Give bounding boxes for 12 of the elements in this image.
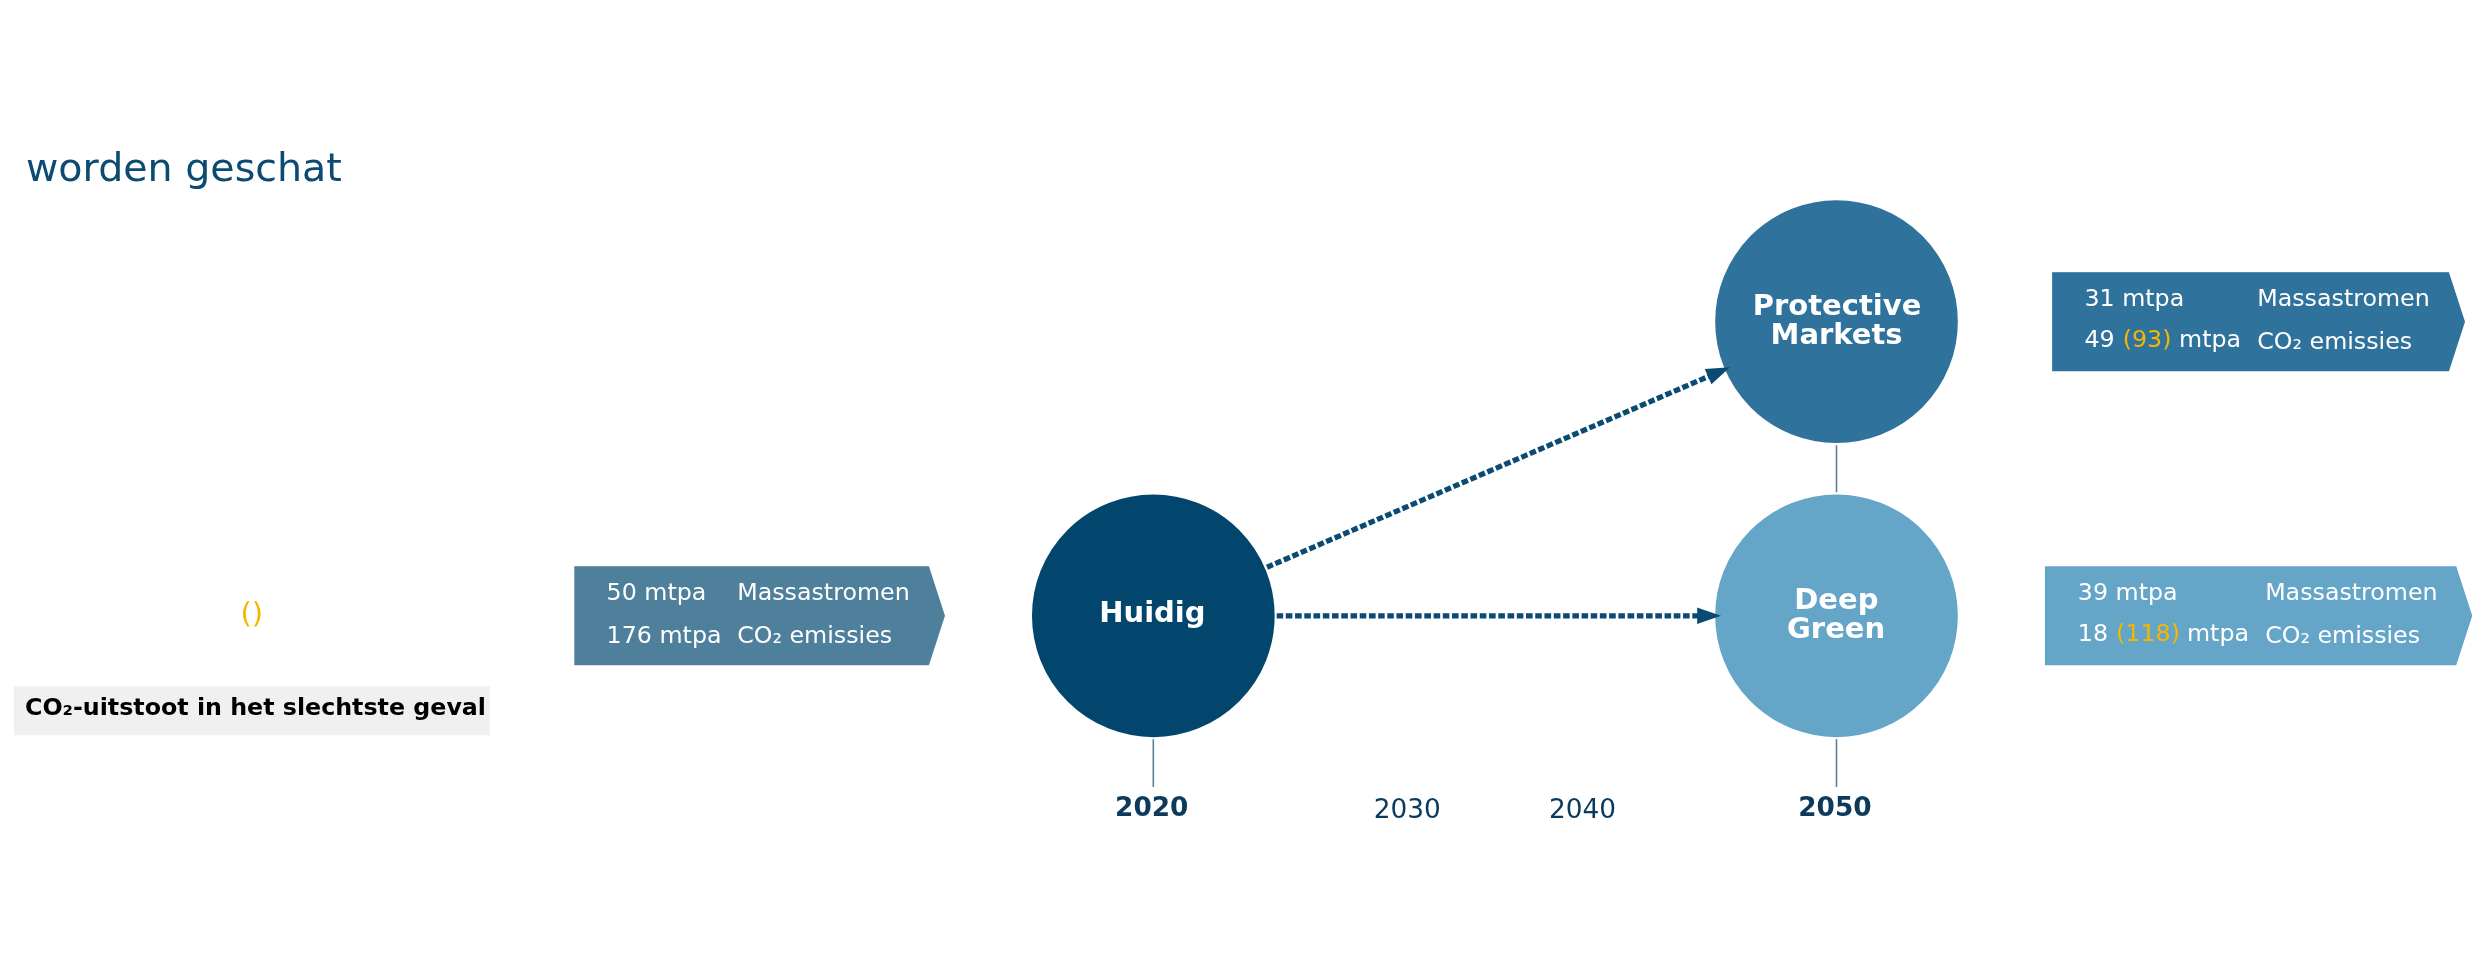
connector xyxy=(1835,737,1838,788)
label: 2040 xyxy=(1549,793,1617,824)
arrow xyxy=(1265,366,1730,570)
connector xyxy=(1152,737,1155,788)
node-text: 2020 xyxy=(1115,791,1189,822)
arrow xyxy=(1276,606,1721,624)
node-text: 2050 xyxy=(1798,791,1872,822)
legend-label: CO₂-uitstoot in het slechtste geval xyxy=(24,692,487,721)
connector xyxy=(1835,444,1838,493)
diagram-title: worden geschat xyxy=(26,143,342,190)
label: 2030 xyxy=(1373,793,1441,824)
label: () xyxy=(240,595,264,630)
